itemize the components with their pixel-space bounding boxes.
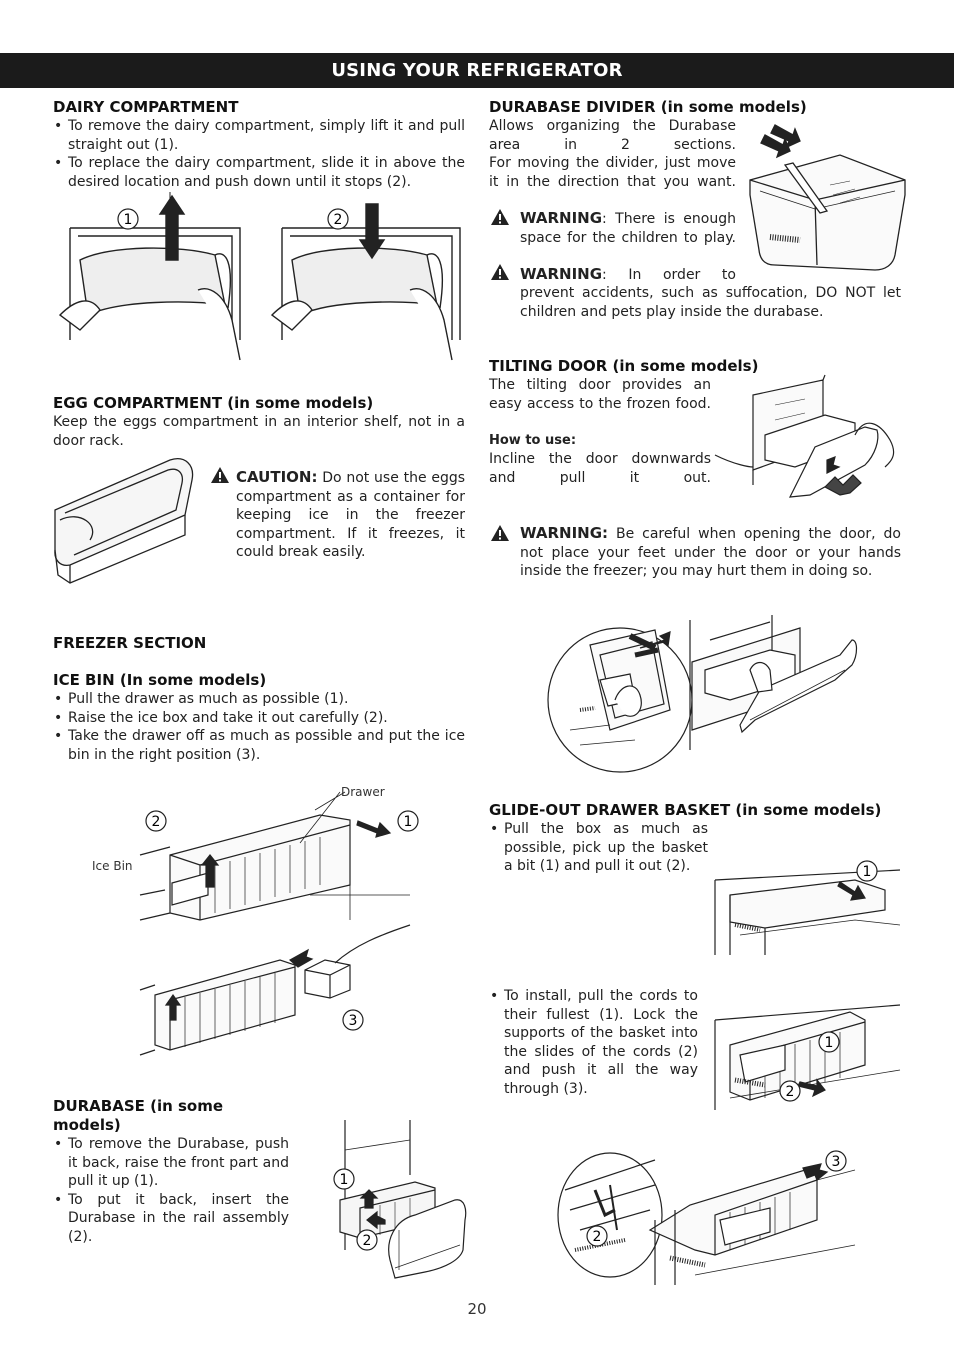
durabase-section: DURABASE (in some models) To remove the … [53, 1097, 289, 1246]
icebin-bullet: Take the drawer off as much as possible … [53, 727, 465, 764]
step-label: 1 [825, 1035, 834, 1051]
step-label: 3 [832, 1154, 841, 1170]
dairy-illustration: 1 2 [58, 192, 461, 361]
icebin-bullet: Raise the ice box and take it out carefu… [53, 709, 465, 728]
durabase-illustration: 1 2 [333, 1120, 467, 1279]
durabase-heading: DURABASE (in some models) [53, 1097, 224, 1134]
egg-compartment-illustration [54, 458, 194, 584]
warning-label: WARNING: [520, 524, 609, 542]
egg-text: Keep the eggs compartment in an interior… [53, 414, 465, 449]
warning-text: Be careful when opening the door, do not… [520, 526, 901, 579]
dairy-section: DAIRY COMPARTMENT To remove the dairy co… [53, 98, 465, 191]
divider-text-1: Allows organizing the Durabase area in 2… [489, 118, 736, 153]
durabase-bullet: To remove the Durabase, push it back, ra… [53, 1135, 289, 1191]
glide-out-illustration-2: 1 2 [714, 1004, 901, 1110]
durabase-divider-heading: DURABASE DIVIDER (in some models) [489, 98, 807, 116]
step-label: 3 [349, 1013, 358, 1029]
warning-label: WARNING [520, 209, 603, 227]
caution-text: Do not use the eggs compartment as a con… [236, 470, 466, 560]
tilting-section: TILTING DOOR (in some models) [489, 357, 901, 376]
glide-bullet-1: Pull the box as much as possible, pick u… [489, 820, 708, 876]
divider-warning-2-line: WARNING: In order to [520, 265, 736, 285]
step-label: 2 [593, 1229, 602, 1245]
icebin-heading: ICE BIN (In some models) [53, 671, 267, 689]
icebin-label: Ice Bin [92, 859, 133, 873]
freezer-section: FREEZER SECTION ICE BIN (In some models)… [53, 634, 465, 764]
step-label: 2 [786, 1084, 795, 1100]
freezer-heading: FREEZER SECTION [53, 634, 207, 652]
step-label: 2 [152, 814, 161, 830]
section-title: USING YOUR REFRIGERATOR [331, 60, 623, 81]
divider-warning-1: WARNING: There is enough space for the c… [520, 209, 736, 247]
tilting-door-illustration [714, 374, 895, 498]
tilting-text: The tilting door provides an easy access… [489, 377, 711, 412]
warning-text: : There is enough space for the children… [520, 211, 736, 246]
durabase-bullet: To put it back, insert the Durabase in t… [53, 1191, 289, 1247]
glide-bullet-2: To install, pull the cords to their full… [489, 987, 698, 1098]
page-number: 20 [467, 1300, 487, 1318]
warning-label: WARNING [520, 265, 603, 283]
glide-out-illustration-1: 1 [714, 860, 901, 955]
durabase-divider-section: DURABASE DIVIDER (in some models) [489, 98, 901, 117]
egg-caution: CAUTION: Do not use the eggs compartment… [236, 468, 465, 562]
icebin-bullet: Pull the drawer as much as possible (1). [53, 690, 465, 709]
glide-bullet: To install, pull the cords to their full… [489, 987, 698, 1098]
warning-icon [491, 209, 509, 225]
drawer-label: Drawer [341, 785, 385, 799]
glide-heading: GLIDE-OUT DRAWER BASKET (in some models) [489, 801, 882, 819]
step-label: 1 [340, 1172, 349, 1188]
step-label: 1 [124, 212, 133, 228]
tilting-hazard-illustration [547, 615, 858, 773]
warning-icon [491, 264, 509, 280]
step-label: 1 [863, 864, 872, 880]
howto-label: How to use: [489, 433, 577, 448]
durabase-divider-illustration [749, 124, 906, 271]
tilting-warning: WARNING: Be careful when opening the doo… [520, 524, 901, 581]
howto-text: Incline the door downwards and pull it o… [489, 451, 711, 486]
icebin-illustration: 2 1 3 [139, 791, 419, 1056]
caution-warning-icon [211, 467, 229, 483]
dairy-heading: DAIRY COMPARTMENT [53, 98, 239, 116]
dairy-bullet: To replace the dairy compartment, slide … [53, 154, 465, 191]
step-label: 2 [363, 1233, 372, 1249]
egg-section: EGG COMPARTMENT (in some models) Keep th… [53, 394, 465, 450]
step-label: 2 [334, 212, 343, 228]
caution-label: CAUTION: [236, 468, 318, 486]
glide-out-illustration-3: 3 2 [557, 1150, 856, 1285]
glide-bullet: Pull the box as much as possible, pick u… [489, 820, 708, 876]
dairy-bullet: To remove the dairy compartment, simply … [53, 117, 465, 154]
divider-text-2: For moving the divider, just move it in … [489, 155, 736, 190]
egg-heading: EGG COMPARTMENT (in some models) [53, 394, 374, 412]
glide-section: GLIDE-OUT DRAWER BASKET (in some models) [489, 801, 901, 820]
section-header-bar: USING YOUR REFRIGERATOR [0, 53, 954, 88]
tilting-heading: TILTING DOOR (in some models) [489, 357, 759, 375]
durabase-divider-text: Allows organizing the Durabase area in 2… [489, 117, 736, 191]
warning-text: : In order to [602, 267, 736, 283]
warning-icon [491, 525, 509, 541]
divider-warning-2-text: prevent accidents, such as suffocation, … [520, 285, 901, 320]
step-label: 1 [404, 814, 413, 830]
